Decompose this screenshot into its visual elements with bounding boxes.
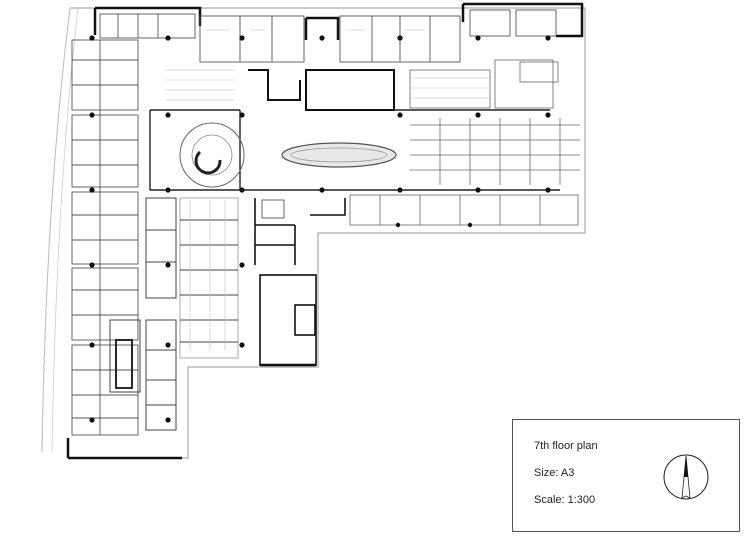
corridor-lines xyxy=(149,109,560,191)
left-wing xyxy=(71,39,139,436)
right-wing xyxy=(349,59,580,226)
atrium-ellipse xyxy=(281,142,397,168)
legend-scale: Scale: 1:300 xyxy=(534,494,596,506)
structural-columns xyxy=(89,35,551,423)
legend-box: 7th floor plan Size: A3 Scale: 1:300 xyxy=(512,419,740,532)
spiral-stair xyxy=(179,122,245,188)
north-arrow-icon xyxy=(663,454,709,500)
central-core xyxy=(305,69,395,111)
curved-facade-inner xyxy=(51,7,79,453)
building-outline xyxy=(68,7,586,459)
legend-size: Size: A3 xyxy=(534,467,575,479)
furniture xyxy=(165,29,490,350)
legend-title: 7th floor plan xyxy=(534,440,598,452)
curved-facade xyxy=(41,7,71,453)
thick-walls xyxy=(66,2,584,460)
lower-block xyxy=(109,197,239,431)
service-core xyxy=(254,198,346,366)
core-stair xyxy=(248,69,301,101)
